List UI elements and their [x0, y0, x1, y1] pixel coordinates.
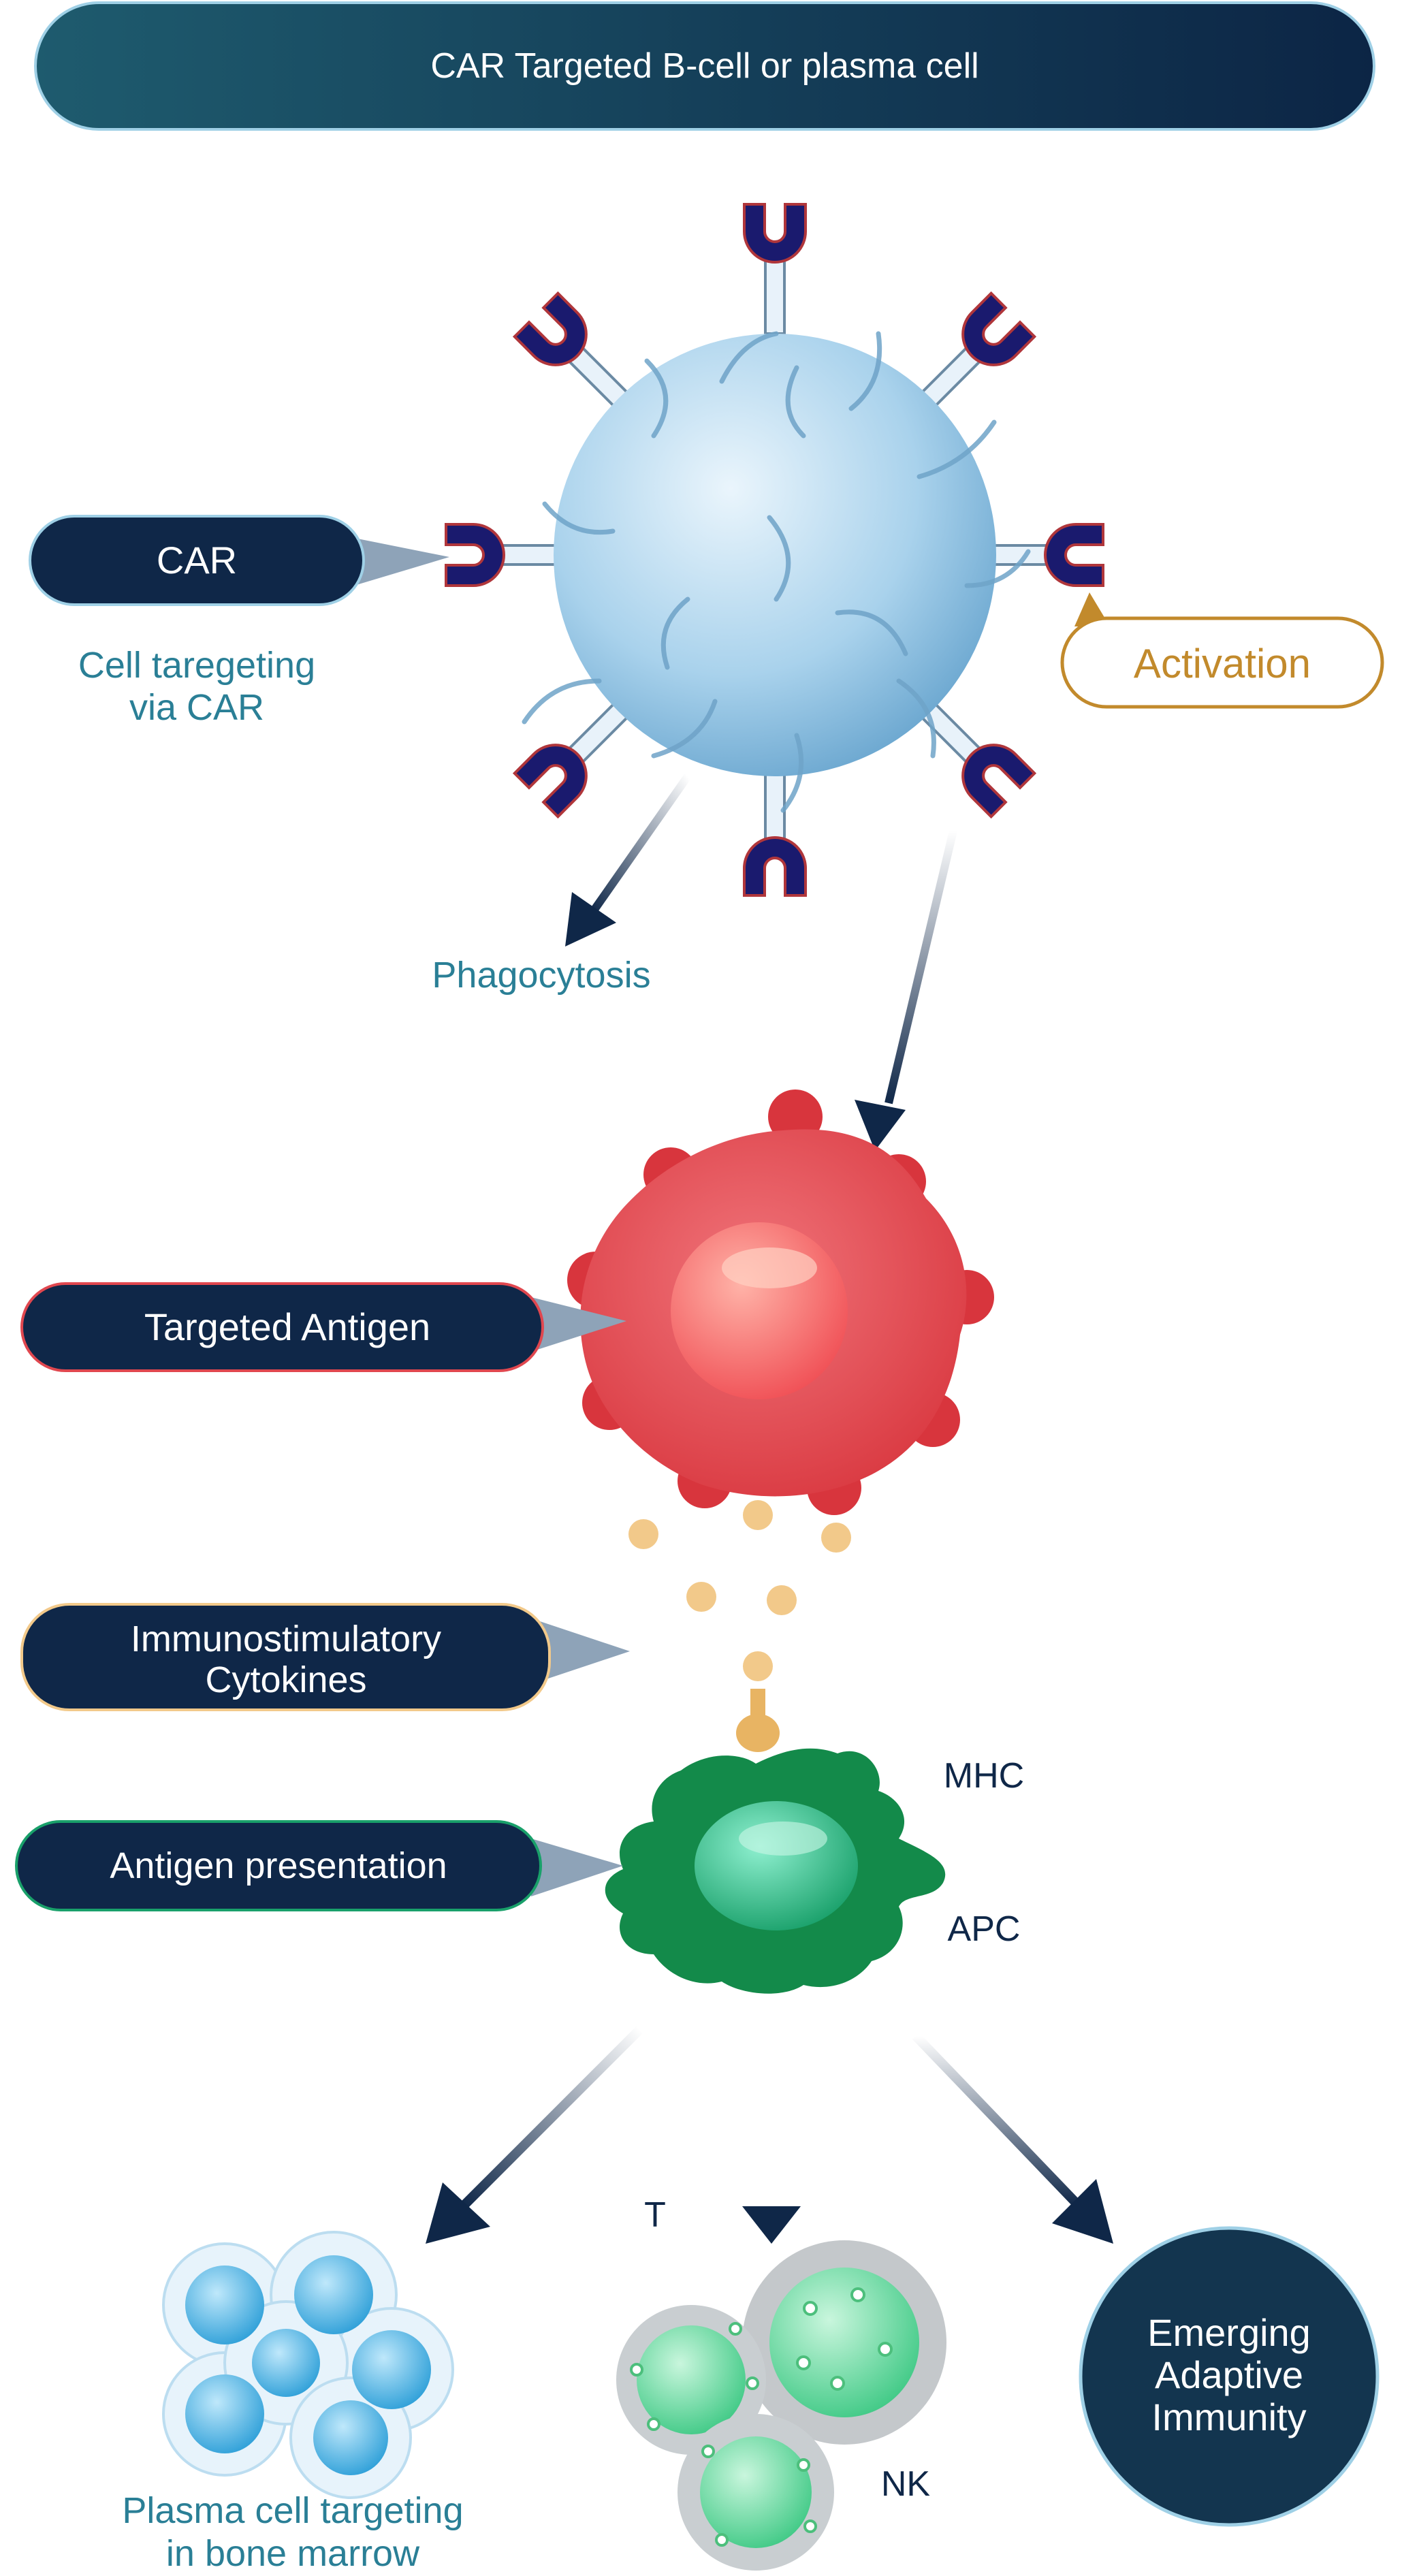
plasma-cell-cluster	[162, 2231, 454, 2499]
apc-label: APC	[948, 1909, 1021, 1949]
cell-targeting-line2: via CAR	[129, 687, 264, 728]
car-receptors	[445, 203, 1104, 897]
nk-cell-label: NK	[881, 2464, 931, 2504]
cell-targeting-line1: Cell taregeting	[78, 645, 315, 686]
emerging-line2: Adaptive	[1155, 2353, 1303, 2396]
header-title: CAR Targeted B-cell or plasma cell	[430, 46, 978, 86]
antigen-presentation-text: Antigen presentation	[110, 1845, 447, 1886]
cytokines-line2: Cytokines	[205, 1659, 366, 1700]
t-nk-arrow	[742, 2039, 801, 2244]
cytokines-line1: Immunostimulatory	[131, 1619, 441, 1659]
plasma-arrow	[426, 2026, 643, 2244]
car-label: CAR	[29, 515, 449, 606]
phagocytosis-arrow	[565, 774, 691, 947]
plasma-label-line2: in bone marrow	[166, 2533, 420, 2574]
emerging-line3: Immunity	[1151, 2396, 1306, 2438]
cytokines-label: Immunostimulatory Cytokines	[20, 1603, 630, 1711]
car-label-text: CAR	[157, 539, 237, 582]
plasma-label-line1: Plasma cell targeting	[122, 2490, 463, 2531]
mhc-label: MHC	[944, 1756, 1024, 1796]
car-t-cell	[445, 203, 1104, 897]
targeted-cell	[567, 1090, 994, 1515]
t-nk-cells	[616, 2240, 946, 2571]
emerging-line1: Emerging	[1147, 2311, 1311, 2354]
apc-cell	[605, 1748, 946, 1994]
activation-label: Activation	[1060, 592, 1384, 709]
targeted-antigen-label: Targeted Antigen	[20, 1282, 626, 1372]
targeted-antigen-text: Targeted Antigen	[144, 1305, 430, 1348]
emerging-immunity-circle: Emerging Adaptive Immunity	[1079, 2226, 1380, 2527]
activation-label-text: Activation	[1134, 641, 1311, 686]
t-cell-label: T	[644, 2195, 666, 2235]
antigen-presentation-label: Antigen presentation	[15, 1820, 623, 1911]
targeting-arrow	[855, 829, 957, 1151]
adaptive-arrow	[912, 2033, 1113, 2244]
cytokine-particles	[628, 1500, 851, 1752]
header-banner: CAR Targeted B-cell or plasma cell	[34, 1, 1375, 131]
phagocytosis-label: Phagocytosis	[432, 955, 650, 996]
